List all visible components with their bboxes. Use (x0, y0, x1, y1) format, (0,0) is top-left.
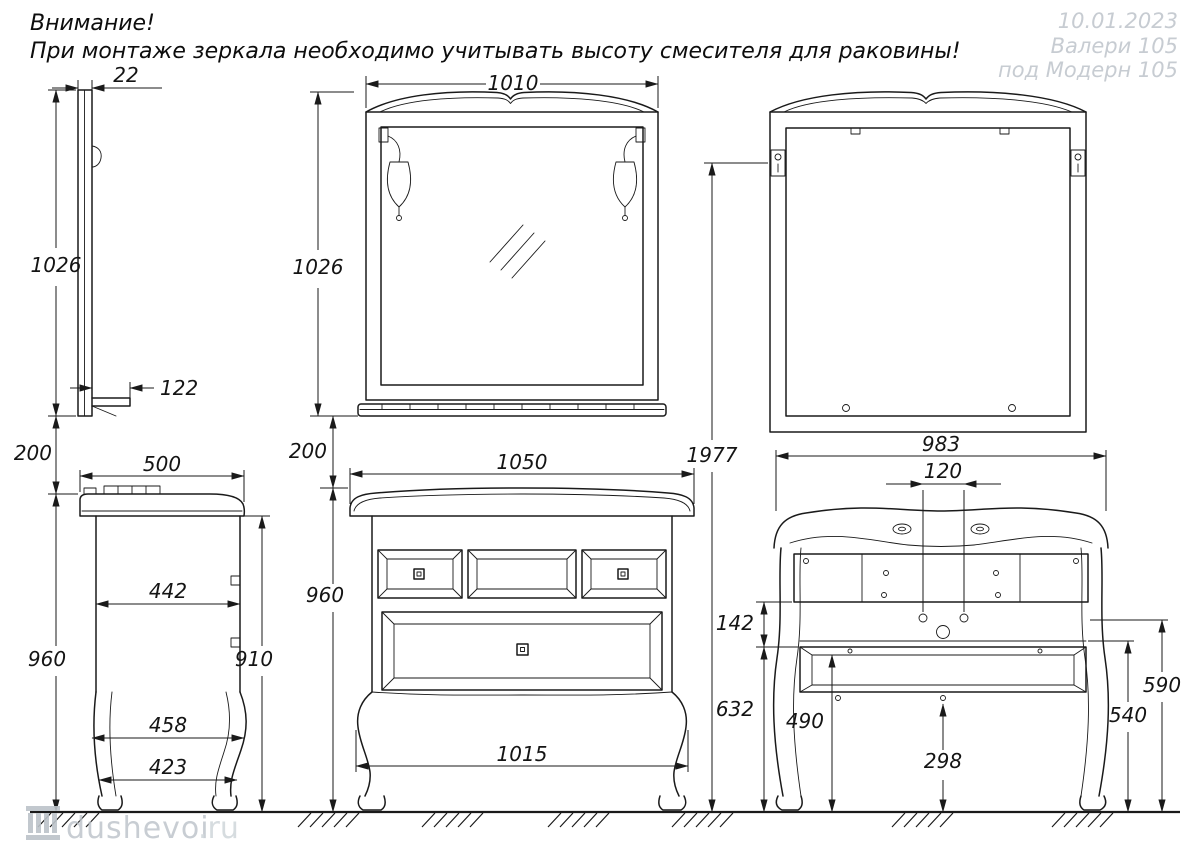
vanity-back-view: 983 120 142 632 490 298 540 590 (716, 432, 1181, 813)
dim-vanity-height-side: 960 (28, 647, 66, 671)
dim-faucet-holes-spacing: 120 (924, 459, 962, 483)
vanity-front-view: 1050 200 960 1015 (289, 415, 695, 813)
watermark-name: dushevoi (66, 811, 210, 846)
drawer-knob (516, 643, 529, 656)
watermark: dushevoi .ru (26, 806, 239, 846)
dim-gap-front: 200 (289, 439, 327, 463)
dim-side-feet-width: 423 (149, 755, 187, 779)
back-leg-right (1079, 547, 1110, 811)
dim-back-panel-height: 632 (716, 697, 754, 721)
vanity-side-view: 500 200 960 910 442 458 423 (14, 415, 273, 813)
dim-back-hole-height: 298 (924, 749, 962, 773)
dim-back-width: 983 (922, 432, 960, 456)
dim-mirror-depth: 22 (113, 63, 138, 87)
drain-hole (936, 625, 950, 639)
top-panel-middle (467, 549, 577, 599)
mirror-front-view: 1010 1026 (293, 71, 667, 417)
front-leg-right (658, 691, 688, 811)
dim-back-rail-outer-height: 590 (1143, 673, 1181, 697)
back-panel (793, 553, 1089, 603)
mirror-side-view: 22 1026 122 (31, 63, 198, 417)
warning-title: Внимание! (30, 11, 155, 36)
mirror-glass-hatch (489, 224, 546, 279)
top-drawer-left (377, 549, 463, 599)
dim-mirror-width: 1010 (488, 71, 539, 95)
title-block: 10.01.2023 Валери 105 под Модерн 105 (998, 9, 1178, 82)
watermark-tld: .ru (198, 811, 239, 846)
big-drawer (381, 611, 663, 691)
dim-side-mid-width: 458 (149, 713, 187, 737)
dim-back-drawer-height: 490 (786, 709, 824, 733)
variant-label: под Модерн 105 (998, 58, 1178, 82)
sconce-lamp-right (612, 127, 646, 221)
front-leg-left (356, 691, 386, 811)
side-back-leg (93, 691, 123, 811)
dim-mirror-height-front: 1026 (293, 255, 344, 279)
dim-vanity-height-front: 960 (306, 583, 344, 607)
dim-vanity-depth: 500 (143, 452, 181, 476)
model-label: Валери 105 (1051, 34, 1178, 58)
dim-gap-side: 200 (14, 441, 52, 465)
drawer-knob (413, 568, 425, 580)
hanging-bracket-left (770, 149, 786, 177)
dim-side-under-top-height: 910 (235, 647, 273, 671)
mirror-back-view: 1977 (687, 91, 1087, 813)
colonnade-icon (26, 806, 60, 840)
back-leg-left (772, 547, 803, 811)
dim-side-inner-width: 442 (149, 579, 187, 603)
faucet-hole-right (959, 613, 969, 623)
dim-vanity-width-feet: 1015 (497, 742, 548, 766)
dim-back-rail-inner-height: 540 (1109, 703, 1147, 727)
date-label: 10.01.2023 (1058, 9, 1178, 33)
warning-text: При монтаже зеркала необходимо учитывать… (30, 39, 961, 64)
sconce-lamp-left (378, 127, 411, 221)
faucet-hole-left (918, 613, 928, 623)
back-panel-holes (803, 558, 1079, 598)
drawer-knob (617, 568, 629, 580)
dim-mirror-height-side: 1026 (31, 253, 82, 277)
dim-back-gap-height: 142 (716, 611, 754, 635)
dim-mirror-shelf-depth: 122 (160, 376, 198, 400)
mirror-shelf (357, 403, 667, 417)
warning-note: Внимание! При монтаже зеркала необходимо… (30, 11, 961, 64)
side-front-leg (211, 691, 247, 811)
hanging-bracket-right (1070, 149, 1086, 177)
top-drawer-right (581, 549, 667, 599)
dim-total-height: 1977 (687, 443, 738, 467)
back-drawer-box (799, 646, 1087, 693)
dim-vanity-width-top: 1050 (497, 450, 548, 474)
